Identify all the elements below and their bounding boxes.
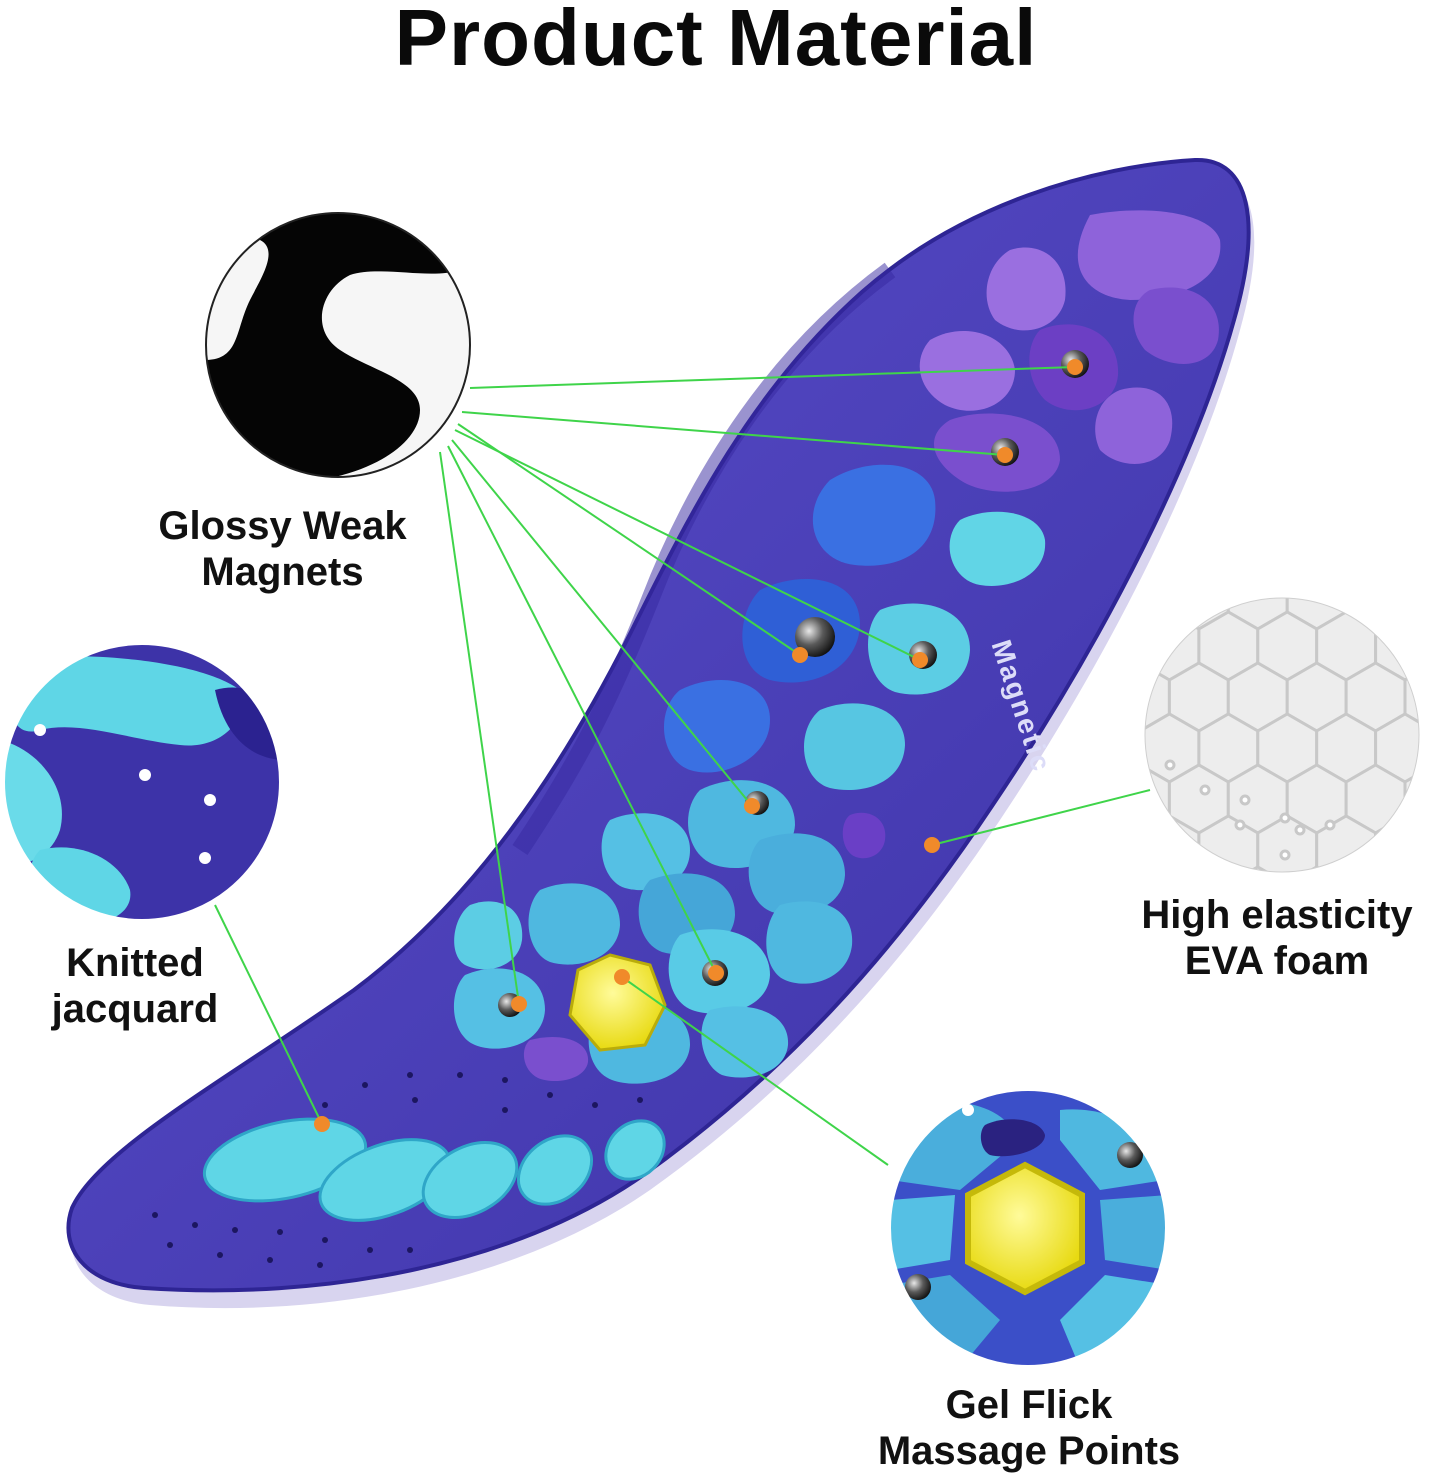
foam-pore: [1279, 849, 1291, 861]
hex-cell: [1403, 598, 1419, 631]
foam-pore: [1199, 784, 1211, 796]
marker-eva: [924, 837, 940, 853]
zoom-gel-points: [889, 1089, 1167, 1367]
zoom-knitted-jacquard: [3, 643, 281, 921]
marker-magnet-7: [511, 996, 527, 1012]
marker-magnet-6: [708, 965, 724, 981]
hex-cell: [1145, 814, 1201, 872]
insole: [66, 157, 1255, 1309]
arch-contour: [512, 262, 896, 855]
label-glossy-weak-magnets: Glossy Weak Magnets: [110, 503, 455, 595]
label-line-2: jacquard: [51, 987, 219, 1031]
gel-point: [568, 953, 667, 1052]
hex-cell: [1081, 816, 1140, 884]
foam-pore: [1239, 794, 1251, 806]
hex-cell: [1376, 510, 1432, 578]
foam-pore: [1279, 812, 1291, 824]
marker-magnet-1: [1067, 359, 1083, 375]
perforations: [152, 1072, 643, 1268]
foam-pore: [1324, 819, 1336, 831]
label-line-2: Massage Points: [877, 1429, 1181, 1473]
label-line-2: EVA foam: [1184, 939, 1370, 983]
marker-magnet-5: [744, 798, 760, 814]
foam-pore: [1234, 819, 1246, 831]
hex-cell: [1052, 867, 1111, 935]
hex-cell: [1226, 865, 1289, 872]
marker-magnet-4: [912, 652, 928, 668]
page-title: Product Material: [394, 0, 1038, 82]
callout-lines: [214, 366, 1151, 1166]
hex-cell: [1258, 510, 1317, 578]
hex-cell: [1052, 765, 1111, 833]
label-knitted-jacquard: Knitted jacquard: [10, 940, 260, 1032]
label-line-1: Knitted: [66, 941, 204, 985]
toe-pads: [202, 1117, 666, 1222]
marker-magnet-3: [792, 647, 808, 663]
label-line-1: High elasticity: [1141, 893, 1413, 937]
hex-cell: [1199, 510, 1258, 578]
label-gel-flick-massage-points: Gel Flick Massage Points: [848, 1382, 1210, 1474]
hex-cell: [1285, 865, 1348, 872]
label-line-1: Glossy Weak: [158, 504, 407, 548]
label-line-2: Magnets: [201, 550, 364, 594]
hex-cell: [1081, 714, 1140, 782]
label-high-elasticity-eva-foam: High elasticity EVA foam: [1122, 892, 1432, 984]
zoom-glossy-magnet: [205, 212, 471, 478]
foam-pore: [1164, 759, 1176, 771]
hex-cell: [1317, 510, 1376, 578]
foam-pore: [1294, 824, 1306, 836]
marker-knit: [314, 1116, 330, 1132]
midfoot-pads: [453, 464, 1046, 1084]
marker-magnet-2: [997, 447, 1013, 463]
label-line-1: Gel Flick: [945, 1383, 1113, 1427]
marker-gel: [614, 969, 630, 985]
callout-markers: [314, 359, 1083, 1132]
